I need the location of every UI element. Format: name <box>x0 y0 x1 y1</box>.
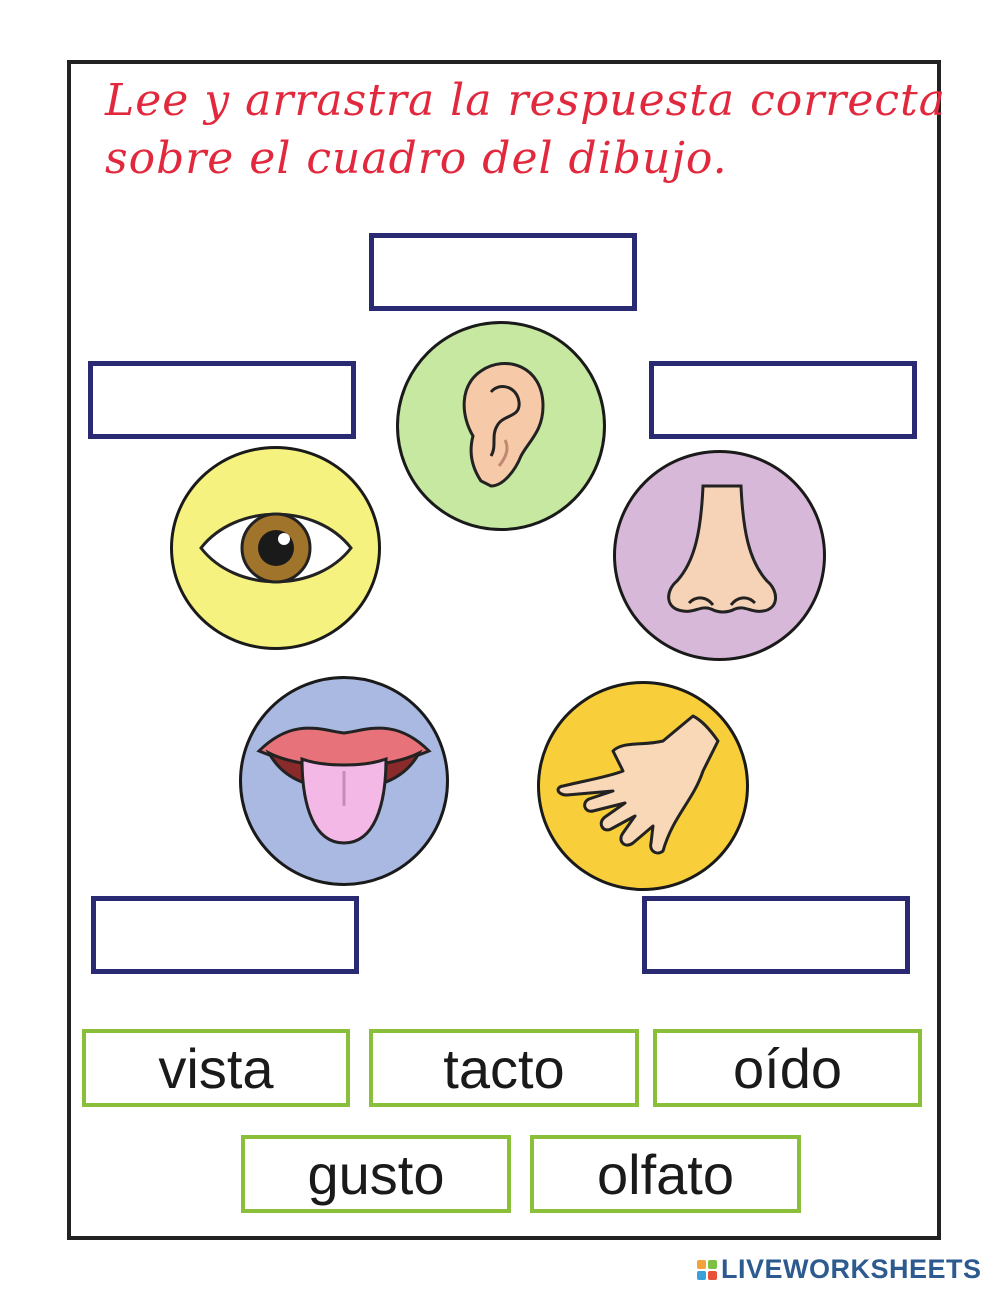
hand-icon <box>556 714 720 855</box>
tongue-picture <box>239 676 449 886</box>
nose-icon <box>666 484 777 613</box>
drop-box-hand[interactable] <box>642 896 910 974</box>
drop-box-tongue[interactable] <box>91 896 359 974</box>
brand-name: LIVEWORKSHEETS <box>721 1254 982 1284</box>
word-vista[interactable]: vista <box>82 1029 350 1107</box>
word-oido[interactable]: oído <box>653 1029 922 1107</box>
hand-picture <box>537 681 749 891</box>
nose-picture <box>613 450 826 661</box>
word-olfato[interactable]: olfato <box>530 1135 801 1213</box>
drop-box-nose[interactable] <box>649 361 917 439</box>
ear-picture <box>396 321 606 531</box>
instruction-line-1: Lee y arrastra la respuesta correcta <box>105 75 946 126</box>
instruction-text: Lee y arrastra la respuesta correcta sob… <box>105 72 946 188</box>
eye-icon <box>198 512 353 584</box>
word-tacto[interactable]: tacto <box>369 1029 639 1107</box>
tongue-icon <box>256 726 432 845</box>
ear-icon <box>462 362 545 488</box>
eye-picture <box>170 446 381 650</box>
liveworksheets-logo: LIVEWORKSHEETS <box>697 1254 982 1285</box>
drop-box-ear[interactable] <box>369 233 637 311</box>
instruction-line-2: sobre el cuadro del dibujo. <box>105 133 728 184</box>
drop-box-eye[interactable] <box>88 361 356 439</box>
word-gusto[interactable]: gusto <box>241 1135 511 1213</box>
liveworksheets-icon <box>697 1259 717 1280</box>
